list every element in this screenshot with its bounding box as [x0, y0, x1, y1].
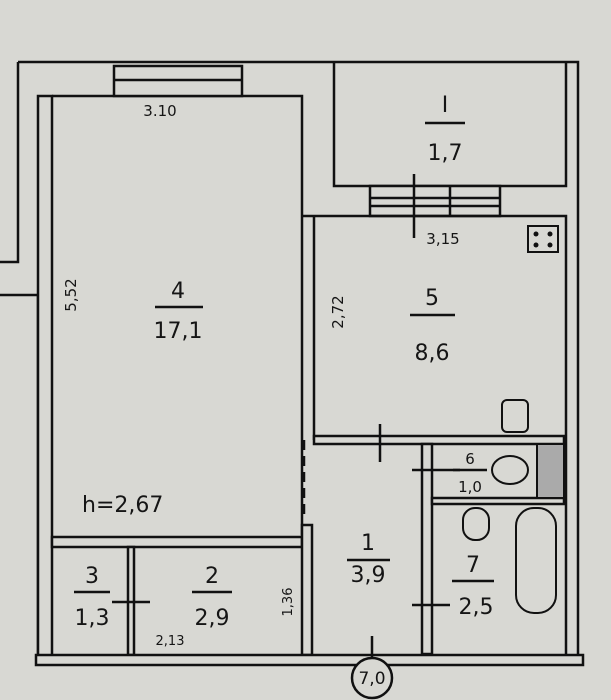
- walls: [0, 60, 585, 667]
- room-number: 3: [85, 564, 99, 589]
- room-4: 4 17,1: [154, 279, 203, 344]
- axis-marker: 7,0: [350, 656, 394, 700]
- sink-icon: [501, 399, 529, 433]
- room-number: 5: [425, 286, 439, 311]
- axis-label: 7,0: [358, 669, 385, 689]
- room-number: 2: [205, 564, 219, 589]
- room-area: 1,3: [75, 606, 110, 631]
- room-area: 8,6: [415, 341, 450, 366]
- room-3: 3 1,3: [74, 564, 110, 631]
- room-number: I: [442, 93, 449, 118]
- room-number: 6: [465, 450, 475, 468]
- bathtub-icon: [515, 507, 557, 614]
- room-balcony: I 1,7: [425, 93, 465, 166]
- toilet-icon: [491, 455, 529, 485]
- room-6: 6 1,0: [453, 450, 487, 496]
- room-5: 5 8,6: [410, 286, 455, 366]
- dim-corridor-width: 1,36: [281, 588, 296, 617]
- room-area: 3,9: [351, 563, 386, 588]
- room-number: 1: [361, 531, 375, 556]
- room-area: 2,5: [459, 595, 494, 620]
- room-area: 2,9: [195, 606, 230, 631]
- room-number: 7: [466, 553, 480, 578]
- room-7: 7 2,5: [452, 553, 494, 620]
- dim-room5-length: 2,72: [329, 295, 347, 328]
- room-1: 1 3,9: [347, 531, 390, 588]
- washbasin-icon: [462, 507, 490, 541]
- dim-room4-length: 5,52: [62, 278, 80, 311]
- room-area: 17,1: [154, 319, 203, 344]
- stove-icon: [527, 225, 559, 253]
- dim-room5-width: 3,15: [426, 230, 459, 248]
- room-area: 1,0: [458, 478, 482, 496]
- ceiling-height: h=2,67: [82, 493, 163, 518]
- ventilation-shaft: [536, 443, 565, 499]
- dim-room4-width: 3.10: [143, 102, 176, 120]
- room-area: 1,7: [428, 141, 463, 166]
- room-2: 2 2,9: [192, 564, 232, 631]
- dim-room2-width: 2,13: [156, 634, 185, 649]
- room-number: 4: [171, 279, 185, 304]
